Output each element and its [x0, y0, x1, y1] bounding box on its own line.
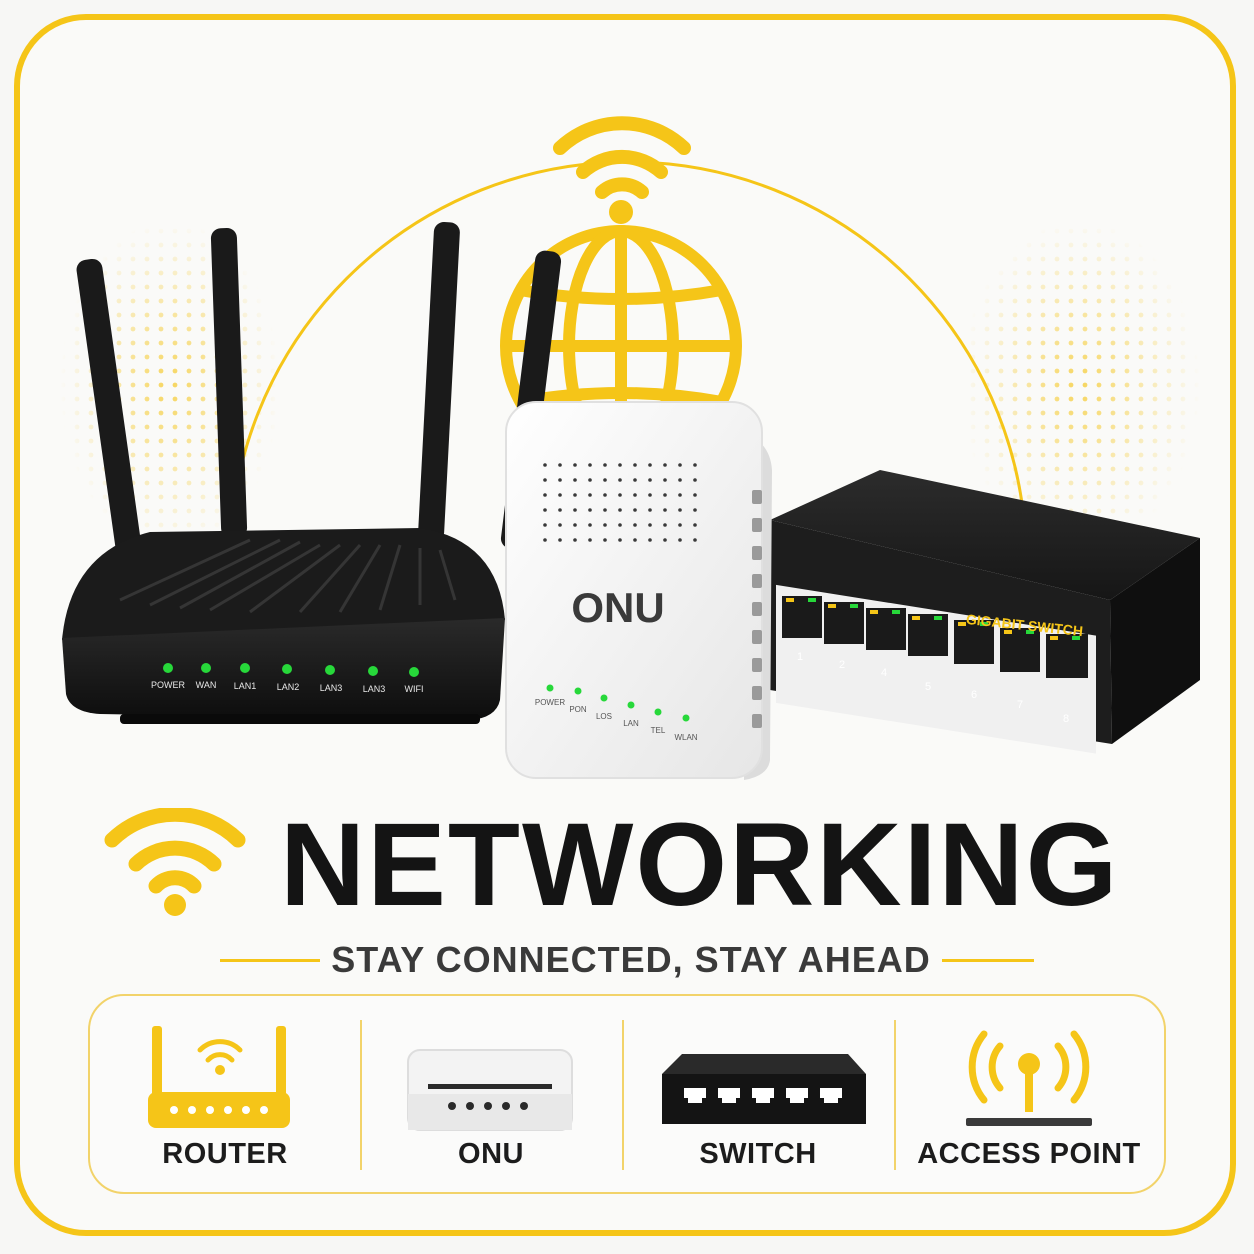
switch-ports: 1 2 4 5 6 7 8 — [782, 596, 1088, 725]
router-led-label: LAN2 — [277, 682, 300, 692]
onu-led-label: TEL — [651, 726, 666, 735]
page-title: NETWORKING — [280, 799, 1120, 931]
switch-port-number: 2 — [839, 659, 845, 671]
category-panel: ROUTER ONU SWITCH — [88, 994, 1166, 1194]
wifi-icon — [104, 808, 246, 916]
hero-illustration: POWER WAN LAN1 LAN2 LAN3 LAN3 WIFI — [60, 116, 1200, 780]
category-onu: ONU — [360, 996, 622, 1192]
router-device: POWER WAN LAN1 LAN2 LAN3 LAN3 WIFI — [62, 222, 562, 724]
switch-port-number: 1 — [797, 651, 803, 663]
wifi-signal-icon — [553, 116, 691, 199]
category-label: ACCESS POINT — [917, 1138, 1141, 1170]
router-led-label: WAN — [196, 680, 217, 690]
category-access-point: ACCESS POINT — [894, 996, 1164, 1192]
onu-led-row: POWER PON LOS LAN TEL WLAN — [535, 684, 698, 742]
tagline-row: STAY CONNECTED, STAY AHEAD — [220, 932, 1034, 988]
onu-vent-grid-dots — [543, 463, 697, 542]
onu-led-label: LOS — [596, 712, 612, 721]
tagline-divider-right — [942, 959, 1034, 962]
wifi-dot — [609, 200, 633, 224]
switch-device: 1 2 4 5 6 7 8 GIGABIT SWITCH — [770, 470, 1200, 754]
router-led-label: LAN1 — [234, 681, 257, 691]
onu-led-label: PON — [569, 705, 587, 714]
switch-port-number: 4 — [881, 667, 887, 679]
category-label: SWITCH — [699, 1138, 817, 1170]
onu-device-label: ONU — [571, 584, 664, 631]
tagline-divider-left — [220, 959, 320, 962]
router-icon — [148, 1026, 290, 1128]
onu-led-label: WLAN — [674, 733, 697, 742]
tagline: STAY CONNECTED, STAY AHEAD — [331, 939, 931, 980]
onu-led-label: POWER — [535, 698, 565, 707]
switch-port-number: 7 — [1017, 699, 1023, 711]
switch-port-number: 5 — [925, 681, 931, 693]
onu-led-label: LAN — [623, 719, 639, 728]
router-led-label: WIFI — [405, 684, 424, 694]
router-led-row: POWER WAN LAN1 LAN2 LAN3 LAN3 WIFI — [151, 663, 424, 694]
switch-icon — [662, 1054, 866, 1124]
category-switch: SWITCH — [622, 996, 894, 1192]
onu-icon — [407, 1049, 573, 1131]
category-label: ONU — [458, 1138, 524, 1170]
router-led-label: POWER — [151, 680, 186, 690]
router-led-label: LAN3 — [320, 683, 343, 693]
switch-port-number: 6 — [971, 689, 977, 701]
category-router: ROUTER — [90, 996, 360, 1192]
category-label: ROUTER — [162, 1138, 288, 1170]
access-point-icon — [966, 1030, 1092, 1126]
router-led-label: LAN3 — [363, 684, 386, 694]
switch-port-number: 8 — [1063, 713, 1069, 725]
onu-device: ONU POWER PON LOS LAN TEL WLAN — [505, 401, 772, 780]
dot-field-right — [960, 220, 1200, 550]
